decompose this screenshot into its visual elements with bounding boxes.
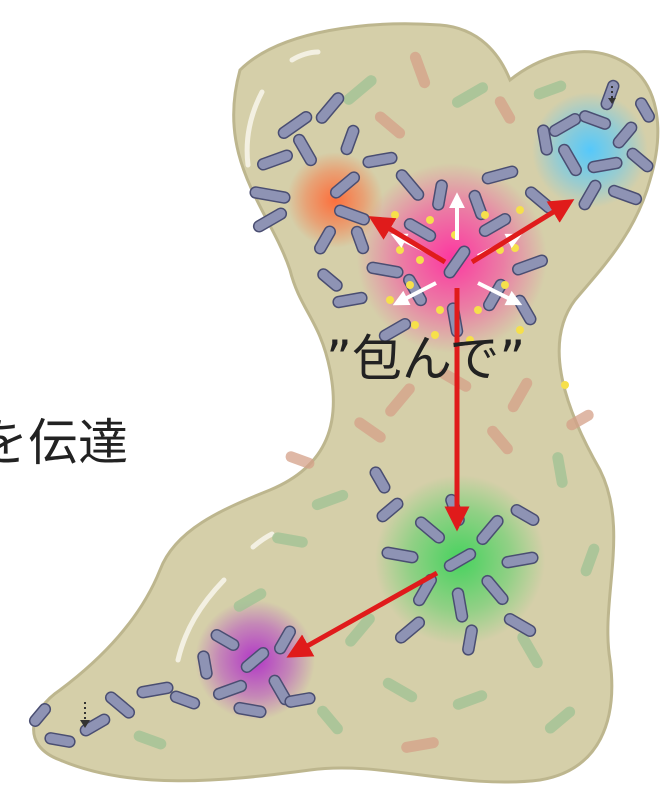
caption-line-2: を伝達 — [0, 418, 128, 468]
faint-bacterium-icon — [284, 450, 316, 471]
signal-molecule-dot — [561, 381, 569, 389]
caption-line-1: ”包んで” — [326, 334, 525, 384]
signal-molecule-dot — [511, 244, 519, 252]
signal-molecule-dot — [426, 216, 434, 224]
signal-molecule-dot — [474, 306, 482, 314]
signal-molecule-dot — [501, 281, 509, 289]
signal-molecule-dot — [406, 281, 414, 289]
signal-molecule-dot — [481, 211, 489, 219]
signal-molecule-dot — [396, 246, 404, 254]
signal-molecule-dot — [436, 306, 444, 314]
signal-molecule-dot — [411, 321, 419, 329]
signal-molecule-dot — [386, 296, 394, 304]
signal-molecule-dot — [416, 256, 424, 264]
signal-molecule-dot — [391, 211, 399, 219]
signal-molecule-dot — [516, 206, 524, 214]
